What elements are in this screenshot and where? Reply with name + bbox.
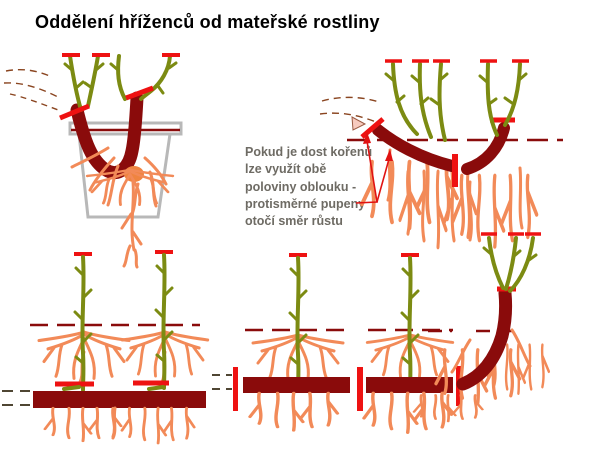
annotation-arrows xyxy=(355,132,393,204)
annotation-line: Pokud je dost kořenů xyxy=(245,145,373,159)
stem-stub xyxy=(62,385,81,391)
cut-mark xyxy=(125,85,154,101)
arrowhead-icon xyxy=(363,132,371,144)
bend-guide-dash xyxy=(321,96,380,103)
taproot xyxy=(120,180,143,269)
arrowhead-icon xyxy=(385,149,393,161)
pink-pointer-icon xyxy=(351,116,367,131)
bend-guide-dash xyxy=(9,93,62,112)
figure-separated-layers xyxy=(233,253,462,435)
arc-left-half xyxy=(372,124,458,172)
curve-roots xyxy=(412,328,551,423)
curved-mother-stem xyxy=(456,286,513,391)
green-shoots xyxy=(384,62,528,142)
cut-mark xyxy=(59,103,90,121)
pot-roots xyxy=(70,146,175,269)
figure-rooted-layers-on-stem xyxy=(2,250,232,445)
severing-cut-bar xyxy=(233,367,238,411)
bend-guide-dash xyxy=(3,82,59,98)
annotation-line: protisměrné pupeny xyxy=(245,196,366,211)
page-title: Oddělení hříženců od mateřské rostliny xyxy=(35,12,380,32)
stem-section-bar xyxy=(366,377,453,393)
rooted-shoot xyxy=(153,250,175,390)
rooted-shoot xyxy=(287,253,309,393)
severing-cut-bar xyxy=(452,154,458,187)
arc-right-half xyxy=(461,122,510,175)
severing-cut-bar xyxy=(357,367,363,411)
mother-stem-bar xyxy=(33,391,206,408)
cut-mark xyxy=(360,117,385,139)
figure-arc-two-halves xyxy=(319,59,563,247)
green-shoots xyxy=(482,236,538,293)
pot-rim xyxy=(68,121,183,136)
annotation-line: lze využít obě xyxy=(245,162,327,177)
mother-stem-roots xyxy=(43,406,196,445)
bend-guide-dash xyxy=(5,68,53,78)
annotation-line: poloviny oblouku - xyxy=(245,179,357,194)
figure-end-layer-curved xyxy=(412,232,551,423)
green-shoots xyxy=(63,54,178,112)
annotation-text: Pokud je dost kořenů lze využít obě polo… xyxy=(245,144,372,230)
rooted-shoot xyxy=(72,252,94,392)
rooted-shoot xyxy=(399,253,421,393)
stem-stub xyxy=(147,385,165,391)
layer-roots xyxy=(251,333,455,381)
stem-section-bar xyxy=(243,377,350,393)
annotation-line: otočí směr růstu xyxy=(245,214,343,229)
bend-guide-dash xyxy=(319,112,382,125)
layer-roots xyxy=(37,330,210,384)
figure-pot-layering xyxy=(3,53,183,269)
